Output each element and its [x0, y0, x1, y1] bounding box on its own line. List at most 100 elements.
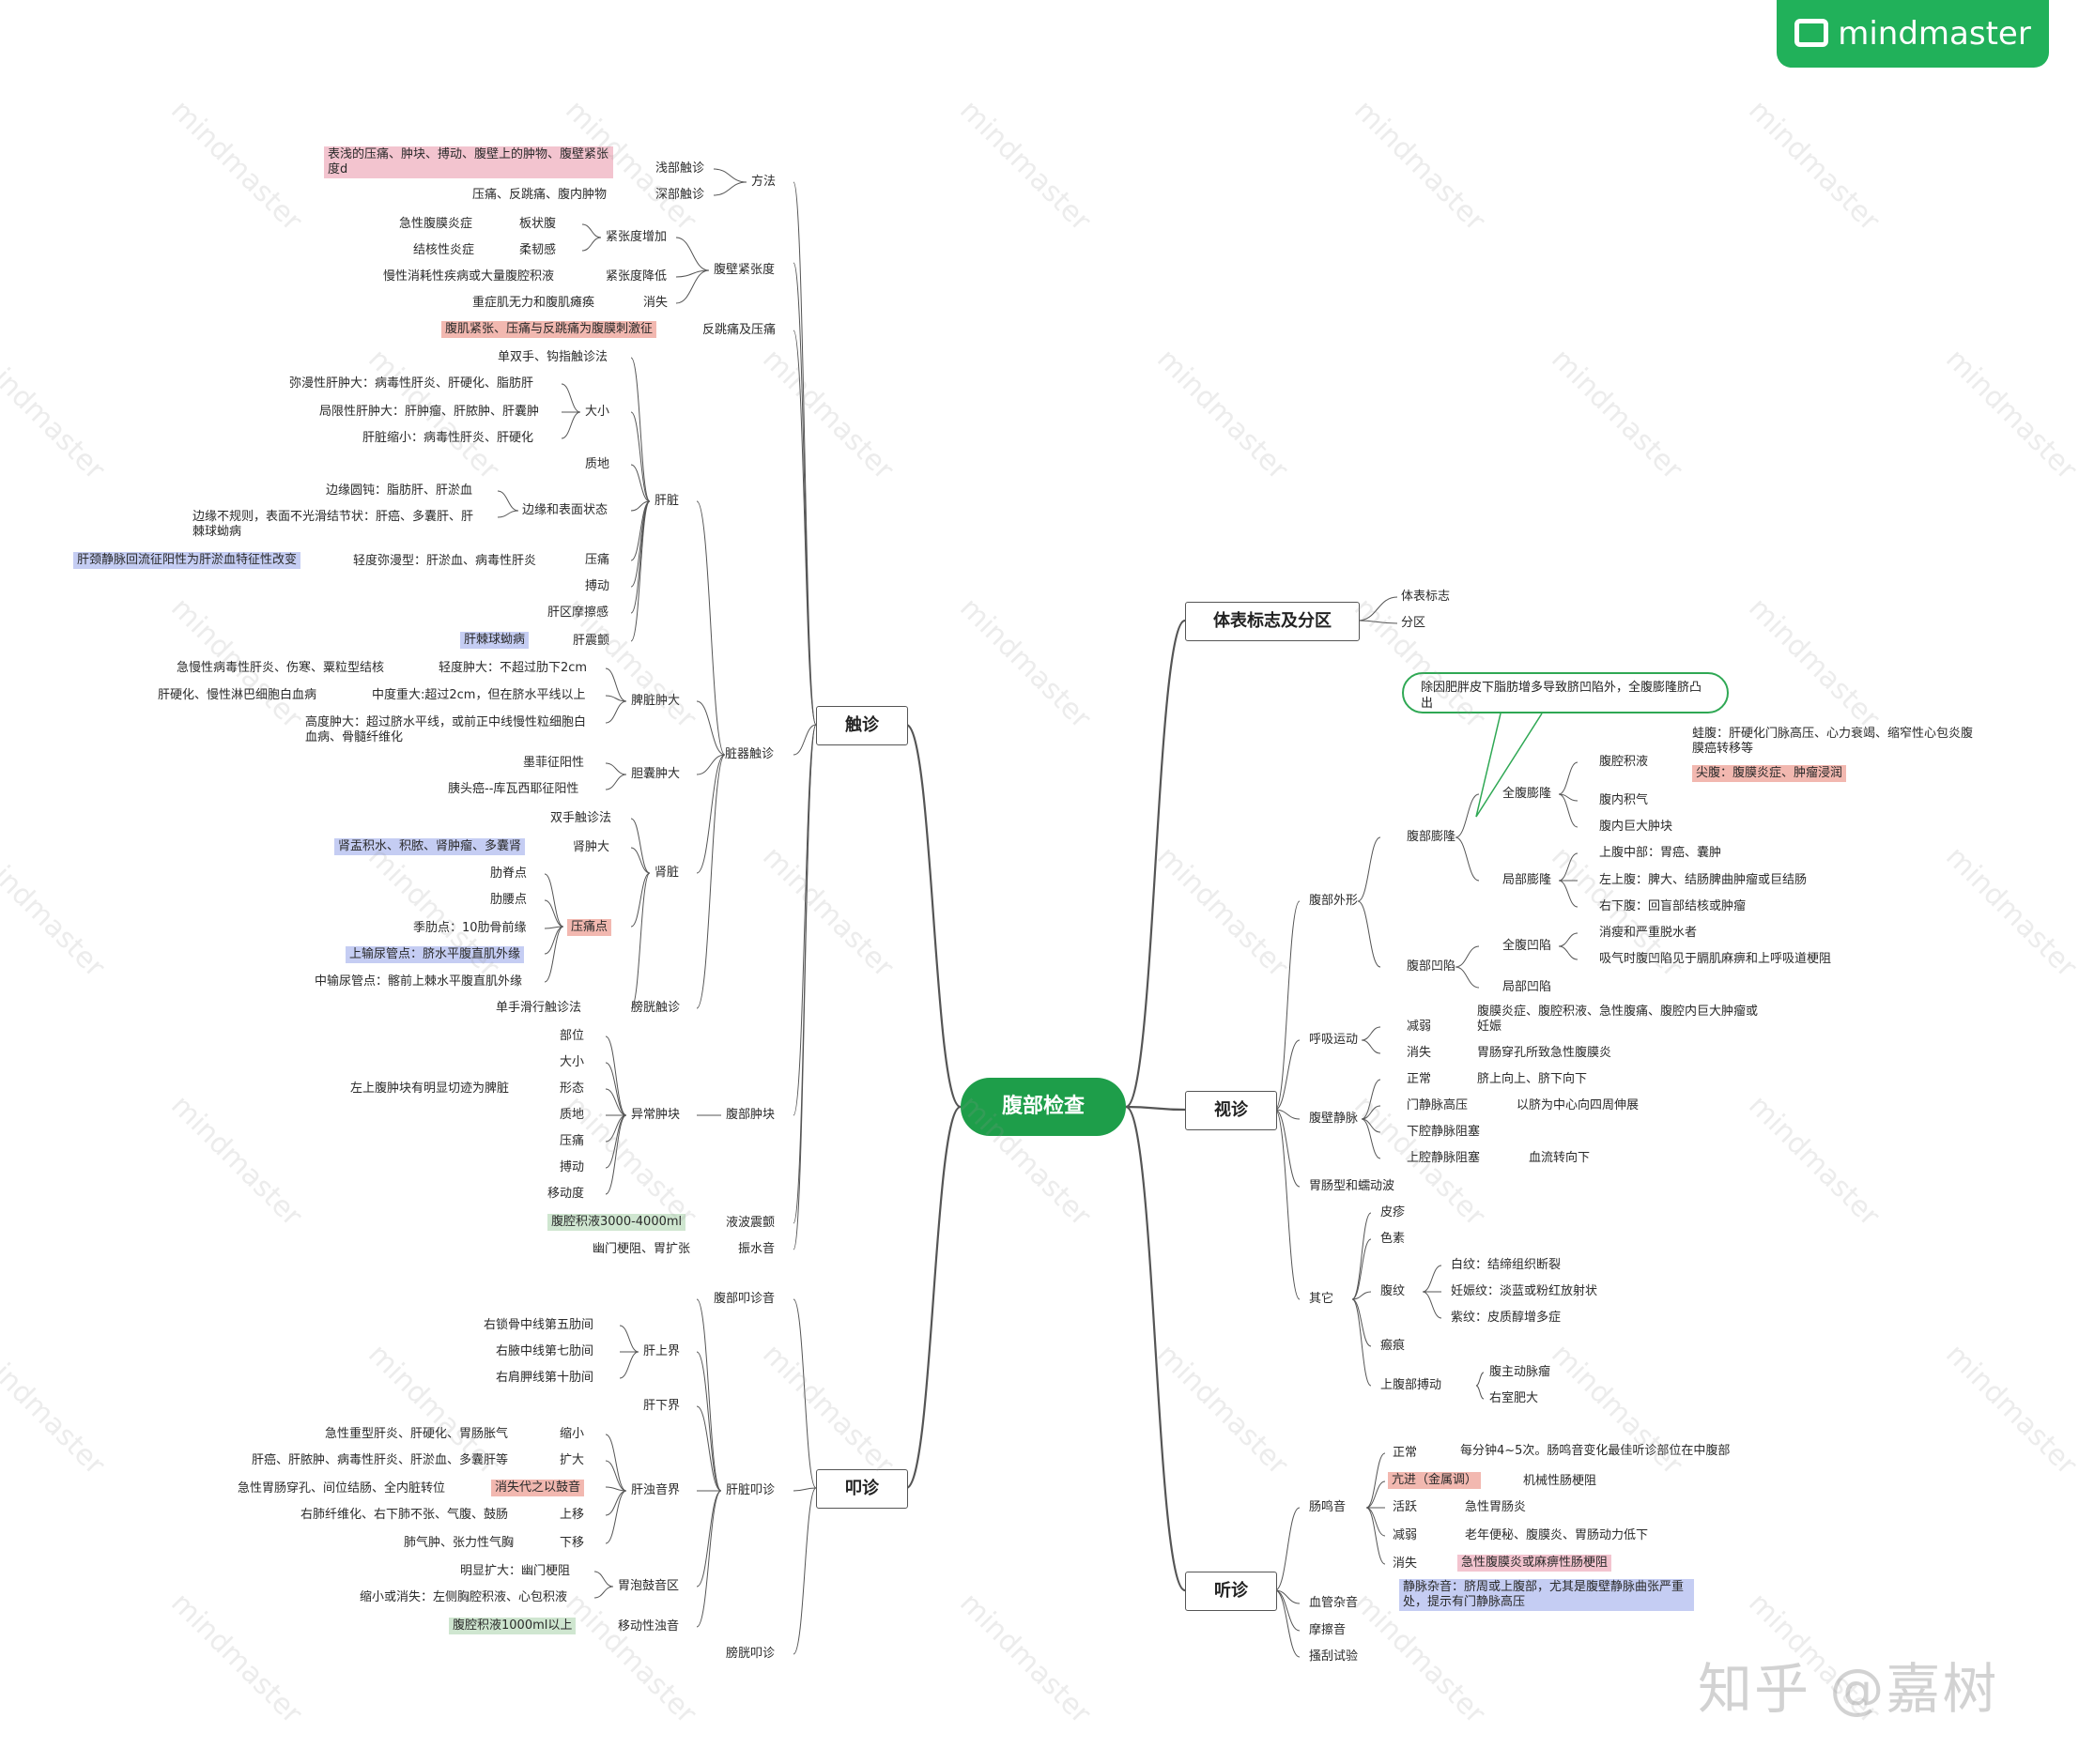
node-intraabdominal-gas[interactable]: 腹内积气: [1599, 793, 1649, 807]
node-wall-tension[interactable]: 腹壁紧张度: [714, 263, 776, 277]
node-emaciation[interactable]: 消瘦和严重脱水者: [1599, 926, 1698, 940]
node-concave[interactable]: 腹部凹陷: [1407, 959, 1456, 974]
node-costolumbar[interactable]: 肋腰点: [490, 893, 528, 907]
node-abdominal-mass[interactable]: 腹部肿块: [726, 1108, 776, 1122]
branch-landmarks[interactable]: 体表标志及分区: [1185, 602, 1360, 641]
node-purple-striae[interactable]: 紫纹：皮质醇增多症: [1451, 1311, 1562, 1325]
node-bs-active[interactable]: 活跃: [1393, 1500, 1418, 1514]
node-myasthenia[interactable]: 重症肌无力和腹肌瘫痪: [472, 296, 595, 310]
node-kidney-enlarged[interactable]: 肾肿大: [573, 840, 610, 854]
node-liver-pulse[interactable]: 搏动: [585, 579, 610, 593]
node-dullness-up[interactable]: 上移: [560, 1508, 585, 1522]
branch-auscultation[interactable]: 听诊: [1185, 1572, 1277, 1611]
node-bladder-method[interactable]: 单手滑行触诊法: [496, 1001, 582, 1015]
node-shrink-cause[interactable]: 急性重型肝炎、肝硬化、胃肠胀气: [325, 1427, 509, 1441]
node-liver-friction[interactable]: 肝区摩擦感: [547, 606, 609, 620]
node-ascites-3000[interactable]: 腹腔积液3000-4000ml: [547, 1214, 686, 1231]
node-mass-texture[interactable]: 质地: [560, 1108, 585, 1122]
node-costal-point[interactable]: 季肋点：10肋骨前缘: [413, 921, 527, 935]
node-organ-palpation[interactable]: 脏器触诊: [725, 747, 775, 761]
node-bs-weak[interactable]: 减弱: [1393, 1528, 1418, 1542]
node-white-striae[interactable]: 白纹：结缔组织断裂: [1451, 1258, 1562, 1272]
node-echinococcus[interactable]: 肝棘球蚴病: [460, 632, 530, 649]
node-epigastric-pulse[interactable]: 上腹部搏动: [1380, 1378, 1442, 1392]
node-expand-cause[interactable]: 肝癌、肝脓肿、病毒性肝炎、肝淤血、多囊肝等: [252, 1453, 509, 1467]
node-deep-palpation-use[interactable]: 压痛、反跳痛、腹内肿物: [472, 188, 608, 202]
node-spleen-moderate-cause[interactable]: 肝硬化、慢性淋巴细胞白血病: [158, 688, 317, 702]
node-bs-absent-cause[interactable]: 急性腹膜炎或麻痹性肠梗阻: [1457, 1555, 1612, 1572]
node-dullness-shrink[interactable]: 缩小: [560, 1427, 585, 1441]
node-ivc-obstruction[interactable]: 下腔静脉阻塞: [1407, 1125, 1481, 1139]
node-edge-blunt[interactable]: 边缘圆钝：脂肪肝、肝淤血: [326, 483, 473, 498]
node-bs-weak-cause[interactable]: 老年便秘、腹膜炎、胃肠动力低下: [1465, 1528, 1649, 1542]
node-local-distension[interactable]: 局部膨隆: [1502, 873, 1552, 887]
node-scratch-test[interactable]: 搔刮试验: [1309, 1649, 1359, 1664]
node-up-cause[interactable]: 右肺纤维化、右下肺不张、气腹、鼓肠: [300, 1508, 509, 1522]
node-spleen-enlarged[interactable]: 脾脏肿大: [631, 694, 681, 708]
node-bs-normal[interactable]: 正常: [1393, 1446, 1418, 1460]
node-rebound-tenderness[interactable]: 反跳痛及压痛: [702, 323, 777, 337]
node-fluid-wave[interactable]: 液波震颤: [726, 1216, 776, 1230]
node-bladder-palpation[interactable]: 膀胱触诊: [631, 1001, 681, 1015]
node-inspiratory-concave[interactable]: 吸气时腹凹陷见于膈肌麻痹和上呼吸道梗阻: [1599, 952, 1832, 966]
node-upper-mal[interactable]: 右腋中线第七肋间: [496, 1344, 594, 1358]
node-liver-percussion[interactable]: 肝脏叩诊: [726, 1483, 776, 1497]
node-tb-inflammation[interactable]: 结核性炎症: [413, 243, 475, 257]
node-venous-hum[interactable]: 静脉杂音：脐周或上腹部，尤其是腹壁静脉曲张严重处，提示有门静脉高压: [1399, 1579, 1694, 1611]
node-liver-method[interactable]: 单双手、钩指触诊法: [498, 350, 608, 364]
node-liver-local[interactable]: 局限性肝肿大：肝肿瘤、肝脓肿、肝囊肿: [319, 405, 540, 419]
node-bs-hyperactive[interactable]: 亢进（金属调）: [1388, 1472, 1482, 1489]
node-dullness-expand[interactable]: 扩大: [560, 1453, 585, 1467]
node-spleen-mild[interactable]: 轻度肿大：不超过肋下2cm: [439, 661, 588, 675]
node-rash[interactable]: 皮疹: [1380, 1205, 1406, 1219]
node-left-upper[interactable]: 左上腹：脾大、结肠脾曲肿瘤或巨结肠: [1599, 873, 1808, 887]
node-mass-size[interactable]: 大小: [560, 1055, 585, 1069]
node-liver-edge[interactable]: 边缘和表面状态: [522, 503, 608, 517]
node-svc-obstruction[interactable]: 上腔静脉阻塞: [1407, 1151, 1481, 1165]
node-liver-tenderness[interactable]: 压痛: [585, 553, 610, 567]
node-kidney[interactable]: 肾脏: [654, 866, 680, 880]
node-costovertebral[interactable]: 肋脊点: [490, 867, 528, 881]
node-hepatojugular[interactable]: 肝颈静脉回流征阳性为肝淤血特征性改变: [73, 552, 301, 569]
node-local-concave[interactable]: 局部凹陷: [1502, 980, 1552, 994]
node-abnormal-mass[interactable]: 异常肿块: [631, 1108, 681, 1122]
node-spleen-moderate[interactable]: 中度重大:超过2cm，但在脐水平线以上: [372, 688, 586, 702]
node-wall-veins[interactable]: 腹壁静脉: [1309, 1112, 1359, 1126]
node-respiration[interactable]: 呼吸运动: [1309, 1033, 1359, 1047]
node-spleen-mild-cause[interactable]: 急慢性病毒性肝炎、伤寒、粟粒型结核: [177, 661, 385, 675]
node-resp-weak[interactable]: 减弱: [1407, 1020, 1432, 1034]
node-vein-normal[interactable]: 正常: [1407, 1072, 1432, 1086]
node-scar[interactable]: 瘢痕: [1380, 1339, 1406, 1353]
node-down-cause[interactable]: 肺气肿、张力性气胸: [404, 1536, 515, 1550]
node-pregnancy-striae[interactable]: 妊娠纹：淡蓝或粉红放射状: [1451, 1284, 1598, 1298]
node-doughy[interactable]: 柔韧感: [519, 243, 557, 257]
node-board-abdomen[interactable]: 板状腹: [519, 217, 557, 231]
node-vein-normal-flow[interactable]: 脐上向上、脐下向下: [1477, 1072, 1588, 1086]
node-bs-absent[interactable]: 消失: [1393, 1557, 1418, 1571]
node-liver-small[interactable]: 肝脏缩小：病毒性肝炎、肝硬化: [362, 431, 534, 445]
node-right-lower[interactable]: 右下腹：回盲部结核或肿瘤: [1599, 899, 1747, 913]
node-large-mass[interactable]: 腹内巨大肿块: [1599, 820, 1673, 834]
node-deep-palpation[interactable]: 深部触诊: [655, 188, 705, 202]
node-bs-normal-desc[interactable]: 每分钟4~5次。肠鸣音变化最佳听诊部位在中腹部: [1460, 1444, 1731, 1458]
node-vascular-murmur[interactable]: 血管杂音: [1309, 1596, 1359, 1610]
node-mechanical-obstruction[interactable]: 机械性肠梗阻: [1523, 1474, 1597, 1488]
node-surface-landmarks[interactable]: 体表标志: [1401, 590, 1451, 604]
node-ascites-1000[interactable]: 腹腔积液1000ml以上: [449, 1618, 577, 1634]
node-frog-belly[interactable]: 蛙腹：肝硬化门脉高压、心力衰竭、缩窄性心包炎腹膜癌转移等: [1692, 727, 1974, 756]
node-gastric-shrink[interactable]: 缩小或消失：左侧胸腔积液、心包积液: [360, 1590, 568, 1604]
node-peritoneal-irritation[interactable]: 腹肌紧张、压痛与反跳痛为腹膜刺激征: [441, 321, 657, 338]
node-method[interactable]: 方法: [751, 175, 777, 189]
node-succussion[interactable]: 振水音: [738, 1242, 776, 1256]
node-edge-irregular[interactable]: 边缘不规则，表面不光滑结节状：肝癌、多囊肝、肝棘球蚴病: [192, 510, 474, 539]
node-mass-tenderness[interactable]: 压痛: [560, 1134, 585, 1148]
node-bowel-sounds[interactable]: 肠鸣音: [1309, 1500, 1347, 1514]
node-resp-absent[interactable]: 消失: [1407, 1046, 1432, 1060]
node-tympany-cause[interactable]: 急性胃肠穿孔、间位结肠、全内脏转位: [238, 1481, 446, 1496]
node-pyloric-obstruction[interactable]: 幽门梗阻、胃扩张: [593, 1242, 691, 1256]
node-resp-absent-cause[interactable]: 胃肠穿孔所致急性腹膜炎: [1477, 1046, 1612, 1060]
branch-inspection[interactable]: 视诊: [1185, 1091, 1277, 1130]
node-gastric-tympany[interactable]: 胃泡鼓音区: [618, 1579, 680, 1593]
center-topic[interactable]: 腹部检查: [961, 1078, 1126, 1136]
node-replaced-tympany[interactable]: 消失代之以鼓音: [491, 1480, 585, 1496]
